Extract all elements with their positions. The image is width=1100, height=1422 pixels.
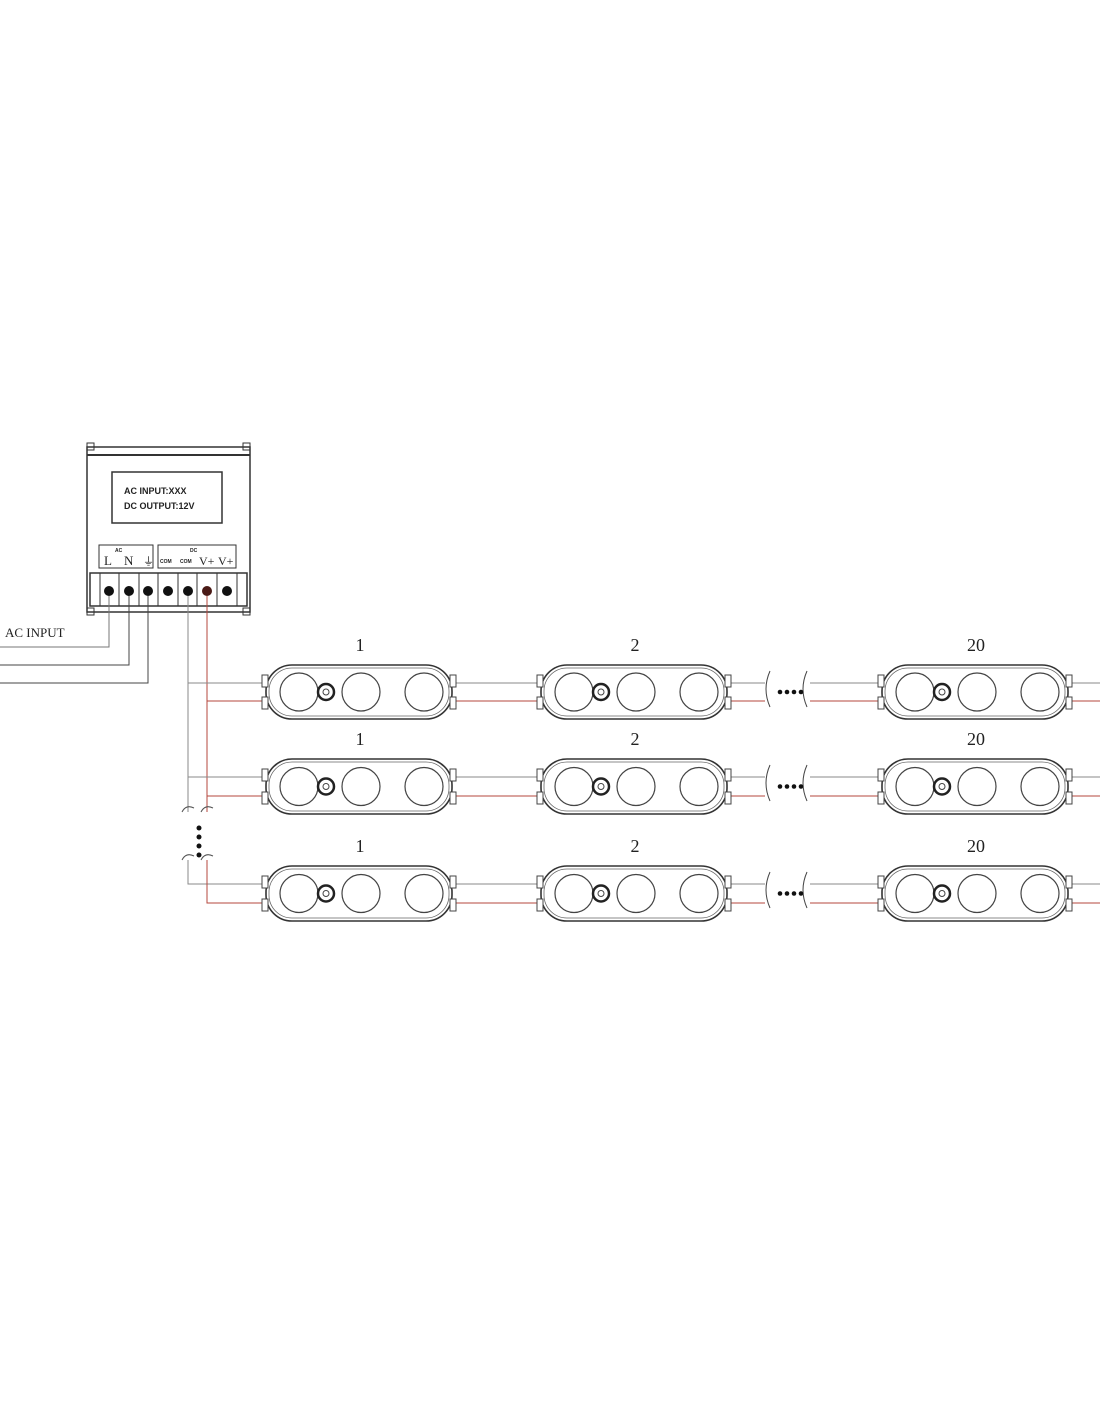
power-supply	[86, 442, 251, 616]
terminal-label-vplus-1: V+	[199, 554, 215, 568]
led-module: 1	[261, 729, 457, 815]
led-chip	[932, 682, 952, 702]
module-number-label: 20	[967, 635, 985, 655]
dc-bus-wires	[181, 596, 265, 904]
display-line-2: DC OUTPUT:12V	[124, 501, 195, 511]
ellipsis-dot	[798, 689, 804, 695]
wire-break-icon	[765, 871, 808, 909]
led-lens	[957, 672, 997, 712]
terminal-label-n: N	[124, 553, 134, 568]
ellipsis-dot	[798, 891, 804, 896]
led-lens	[1020, 873, 1060, 914]
ac-group-label: AC	[115, 548, 123, 554]
module-number-label: 1	[356, 729, 365, 749]
terminal-label-com-2: COM	[180, 559, 192, 565]
led-chip	[591, 777, 611, 796]
led-module: 2	[536, 729, 732, 815]
display-line-1: AC INPUT:XXX	[124, 486, 187, 496]
ellipsis-dot	[791, 784, 797, 789]
led-module: 20	[877, 729, 1073, 815]
ellipsis-dot	[798, 784, 804, 789]
terminal-label-com-1: COM	[160, 559, 172, 565]
display-panel	[111, 471, 223, 524]
module-number-label: 1	[356, 836, 365, 856]
ellipsis-dot	[777, 689, 783, 695]
module-number-label: 20	[967, 729, 985, 749]
led-lens	[1020, 766, 1060, 807]
led-lens	[616, 672, 656, 712]
led-chip	[316, 777, 336, 796]
module-number-label: 2	[631, 635, 640, 655]
led-lens	[404, 672, 444, 712]
ellipsis-dot	[777, 784, 783, 789]
module-number-label: 2	[631, 729, 640, 749]
ellipsis-dot	[784, 784, 790, 789]
led-lens	[679, 873, 719, 914]
led-lens	[616, 766, 656, 807]
module-number-label: 2	[631, 836, 640, 856]
led-lens	[616, 873, 656, 914]
ellipsis-dot	[784, 891, 790, 896]
dc-group-label: DC	[190, 548, 198, 554]
led-lens	[1020, 672, 1060, 712]
terminal-label-l: L	[104, 553, 112, 568]
led-lens	[679, 672, 719, 712]
ellipsis-dot	[791, 891, 797, 896]
led-lens	[341, 766, 381, 807]
led-lens	[679, 766, 719, 807]
led-chip	[316, 884, 336, 903]
led-module: 2	[536, 635, 732, 720]
led-lens	[957, 873, 997, 914]
led-chip	[591, 884, 611, 903]
led-lens	[404, 873, 444, 914]
led-module: 2	[536, 836, 732, 922]
led-lens	[957, 766, 997, 807]
led-module: 1	[261, 836, 457, 922]
wire-break-icon	[765, 670, 808, 708]
ellipsis-dot	[784, 689, 790, 695]
wire-break-icon	[765, 764, 808, 802]
led-lens	[341, 873, 381, 914]
led-lens	[404, 766, 444, 807]
led-chip	[591, 682, 611, 702]
led-module: 20	[877, 836, 1073, 922]
led-chip	[932, 777, 952, 796]
ac-input-label: AC INPUT	[5, 625, 65, 640]
ellipsis-dot	[791, 689, 797, 695]
ac-input-wires	[0, 596, 149, 684]
terminal-label-vplus-2: V+	[218, 554, 234, 568]
led-row-3: 1 2 20	[261, 836, 1100, 922]
led-module: 20	[877, 635, 1073, 720]
terminal-screws	[104, 586, 232, 596]
module-number-label: 20	[967, 836, 985, 856]
vertical-ellipsis	[196, 825, 202, 858]
led-module: 1	[261, 635, 457, 720]
ellipsis-dot	[777, 891, 783, 896]
led-row-2: 1 2 20	[188, 729, 1100, 815]
terminal-label-ground: ⏚	[143, 555, 154, 568]
led-chip	[932, 884, 952, 903]
led-row-1: 1 2 20	[188, 635, 1100, 720]
module-number-label: 1	[356, 635, 365, 655]
led-chip	[316, 682, 336, 702]
led-lens	[341, 672, 381, 712]
